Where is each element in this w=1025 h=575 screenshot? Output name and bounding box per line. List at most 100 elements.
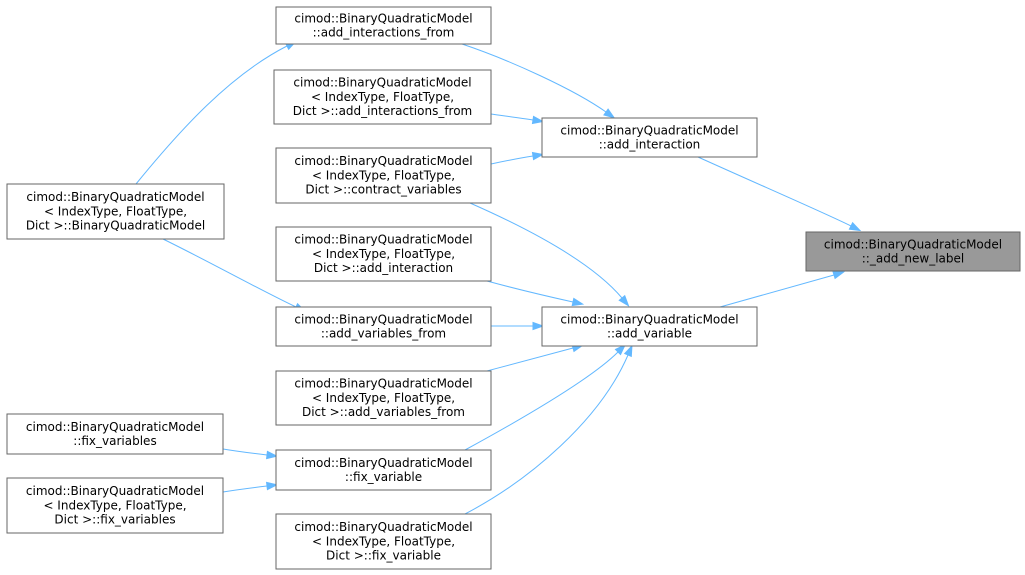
node-label-line: ::_add_new_label — [862, 252, 965, 266]
function-nodes: cimod::BinaryQuadraticModel::_add_new_la… — [6, 6, 1021, 570]
node-box — [6, 183, 225, 240]
node-box — [275, 306, 492, 347]
node-label-line: cimod::BinaryQuadraticModel — [294, 456, 472, 470]
node-box — [6, 477, 224, 534]
arrowhead-icon — [265, 450, 279, 460]
function-node[interactable]: cimod::BinaryQuadraticModel::add_interac… — [541, 117, 758, 158]
call-edge — [491, 321, 545, 331]
node-label-line: ::add_interactions_from — [313, 26, 455, 40]
function-node[interactable]: cimod::BinaryQuadraticModel< IndexType, … — [6, 183, 225, 240]
node-label-line: cimod::BinaryQuadraticModel — [294, 154, 472, 168]
call-edge — [464, 343, 627, 451]
edge-line — [222, 448, 268, 456]
arrowhead-icon — [531, 151, 545, 161]
node-label-line: ::fix_variable — [345, 470, 422, 484]
node-label-line: cimod::BinaryQuadraticModel — [293, 76, 471, 90]
edge-line — [490, 155, 534, 165]
node-label-line: cimod::BinaryQuadraticModel — [294, 11, 472, 25]
node-label-line: cimod::BinaryQuadraticModel — [294, 233, 472, 247]
edge-line — [490, 113, 534, 121]
call-edge — [697, 156, 862, 232]
edge-line — [469, 202, 623, 299]
function-node[interactable]: cimod::BinaryQuadraticModel< IndexType, … — [275, 513, 492, 570]
call-edge — [719, 271, 845, 308]
function-node[interactable]: cimod::BinaryQuadraticModel::add_interac… — [275, 6, 492, 45]
node-box — [275, 449, 492, 491]
function-node[interactable]: cimod::BinaryQuadraticModel< IndexType, … — [275, 226, 492, 282]
function-node[interactable]: cimod::BinaryQuadraticModel::fix_variabl… — [6, 413, 224, 455]
node-label-line: ::fix_variables — [73, 434, 156, 448]
node-label-line: Dict >::contract_variables — [305, 183, 461, 197]
call-edge — [464, 344, 633, 515]
arrowhead-icon — [603, 108, 616, 119]
node-box — [275, 370, 492, 426]
node-label-line: cimod::BinaryQuadraticModel — [26, 190, 204, 204]
call-edge — [135, 40, 298, 185]
node-label-line: cimod::BinaryQuadraticModel — [294, 520, 472, 534]
node-label-line: ::add_variables_from — [321, 327, 446, 341]
node-label-line: < IndexType, FloatType, — [43, 498, 186, 512]
arrowhead-icon — [531, 115, 545, 125]
edge-line — [135, 45, 288, 185]
call-edge — [486, 280, 585, 307]
arrowhead-icon — [265, 481, 279, 491]
node-label-line: Dict >::fix_variables — [54, 513, 175, 527]
function-node[interactable]: cimod::BinaryQuadraticModel< IndexType, … — [275, 370, 492, 426]
function-node[interactable]: cimod::BinaryQuadraticModel< IndexType, … — [6, 477, 224, 534]
edge-line — [486, 347, 574, 372]
node-label-line: < IndexType, FloatType, — [312, 247, 455, 261]
node-label-line: cimod::BinaryQuadraticModel — [294, 312, 472, 326]
node-box — [275, 513, 492, 570]
call-edges — [135, 40, 862, 515]
node-box — [275, 226, 492, 282]
node-box — [273, 69, 492, 125]
arrowhead-icon — [571, 297, 585, 307]
arrowhead-icon — [618, 294, 630, 307]
edge-line — [719, 274, 835, 308]
function-node[interactable]: cimod::BinaryQuadraticModel::fix_variabl… — [275, 449, 492, 491]
arrowhead-icon — [614, 343, 627, 356]
arrowhead-icon — [848, 221, 862, 232]
root-function-node[interactable]: cimod::BinaryQuadraticModel::_add_new_la… — [805, 231, 1021, 272]
node-box — [541, 306, 758, 347]
node-label-line: Dict >::BinaryQuadraticModel — [26, 219, 205, 233]
node-label-line: ::add_variable — [607, 327, 692, 341]
function-node[interactable]: cimod::BinaryQuadraticModel::add_variabl… — [275, 306, 492, 347]
node-box — [6, 413, 224, 455]
node-label-line: cimod::BinaryQuadraticModel — [26, 484, 204, 498]
edge-line — [222, 485, 268, 493]
node-label-line: < IndexType, FloatType, — [44, 204, 187, 218]
call-edge — [222, 448, 279, 460]
edge-line — [697, 156, 852, 227]
call-edge — [490, 113, 545, 125]
node-label-line: < IndexType, FloatType, — [312, 391, 455, 405]
arrowhead-icon — [532, 321, 545, 331]
node-label-line: cimod::BinaryQuadraticModel — [560, 312, 738, 326]
node-label-line: cimod::BinaryQuadraticModel — [560, 123, 738, 137]
edge-line — [464, 351, 619, 451]
call-edge — [469, 202, 630, 307]
arrowhead-icon — [832, 271, 845, 280]
node-label-line: Dict >::add_interaction — [314, 261, 453, 275]
node-box — [275, 6, 492, 45]
edge-line — [486, 280, 574, 303]
arrowhead-icon — [623, 344, 633, 358]
edge-line — [461, 43, 607, 113]
node-label-line: cimod::BinaryQuadraticModel — [294, 377, 472, 391]
call-edge — [490, 151, 545, 165]
edge-line — [464, 354, 629, 515]
node-label-line: Dict >::fix_variable — [326, 549, 441, 563]
function-node[interactable]: cimod::BinaryQuadraticModel< IndexType, … — [273, 69, 492, 125]
node-label-line: < IndexType, FloatType, — [311, 90, 454, 104]
call-edge — [461, 43, 616, 119]
node-label-line: < IndexType, FloatType, — [312, 534, 455, 548]
function-node[interactable]: cimod::BinaryQuadraticModel< IndexType, … — [275, 147, 492, 204]
node-label-line: < IndexType, FloatType, — [312, 168, 455, 182]
node-box — [805, 231, 1021, 272]
node-box — [541, 117, 758, 158]
function-node[interactable]: cimod::BinaryQuadraticModel::add_variabl… — [541, 306, 758, 347]
node-box — [275, 147, 492, 204]
node-label-line: Dict >::add_interactions_from — [293, 104, 473, 118]
node-label-line: Dict >::add_variables_from — [302, 405, 465, 419]
